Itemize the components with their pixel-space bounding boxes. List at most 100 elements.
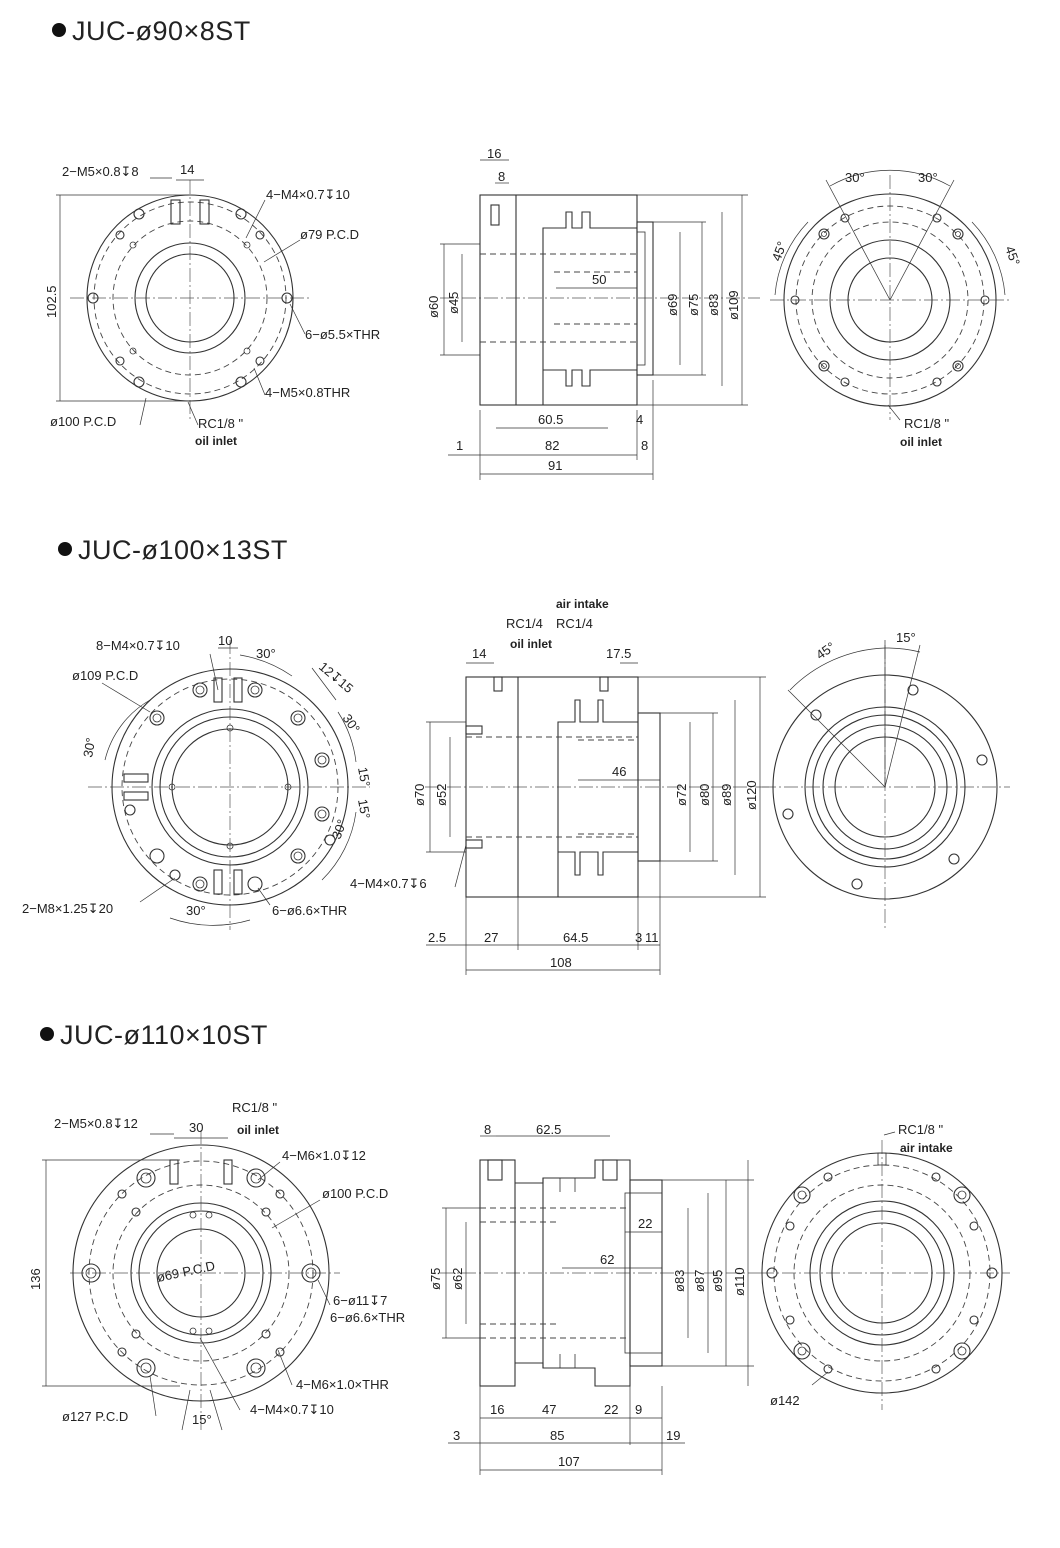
dim-label: 82 xyxy=(545,438,559,453)
callout-label: ø79 P.C.D xyxy=(300,227,359,242)
back-view-1: 30° 30° 45° 45° RC1/8 " oil inlet xyxy=(769,169,1023,449)
dim-label: ø120 xyxy=(744,780,759,810)
callout-label: 8−M4×0.7↧10 xyxy=(96,638,180,653)
port-label: oil inlet xyxy=(237,1123,279,1137)
dim-label: ø110 xyxy=(732,1267,747,1296)
port-label: oil inlet xyxy=(900,435,942,449)
dim-label: 11 xyxy=(645,930,659,945)
angle-label: 45° xyxy=(1002,244,1023,268)
dim-label: ø80 xyxy=(697,784,712,806)
callout-label: ø127 P.C.D xyxy=(62,1409,128,1424)
callout-label: ø109 P.C.D xyxy=(72,668,138,683)
title-text: JUC-ø100×13ST xyxy=(78,535,288,565)
dim-label: ø60 xyxy=(426,296,441,318)
dim-label: 1 xyxy=(456,438,463,453)
callout-label: RC1/8 " xyxy=(198,416,243,431)
dim-label: ø109 xyxy=(726,290,741,320)
callout-label: ø100 P.C.D xyxy=(50,414,116,429)
callout-label: 6−ø6.6×THR xyxy=(330,1310,405,1325)
angle-label: 30° xyxy=(918,170,938,185)
port-label: air intake xyxy=(556,597,609,611)
dim-label: 91 xyxy=(548,458,562,473)
dim-label: 46 xyxy=(612,764,626,779)
dim-label: 60.5 xyxy=(538,412,563,427)
dim-label: ø52 xyxy=(434,784,449,806)
dim-label: ø75 xyxy=(428,1268,443,1290)
dim-label: 8 xyxy=(641,438,648,453)
dim-label: 64.5 xyxy=(563,930,588,945)
back-view-3: RC1/8 " air intake ø142 xyxy=(760,1122,1010,1410)
dim-label: 27 xyxy=(484,930,498,945)
callout-label: 4−M4×0.7↧6 xyxy=(350,876,427,891)
bullet-icon xyxy=(40,1027,54,1041)
callout-label: RC1/4 xyxy=(556,616,593,631)
side-view-3: 8 62.5 22 62 ø75 ø62 ø83 ø87 ø95 ø110 16… xyxy=(428,1122,760,1475)
callout-label: 4−M6×1.0×THR xyxy=(296,1377,389,1392)
dim-label: 14 xyxy=(180,162,194,177)
dim-label: ø87 xyxy=(692,1270,707,1292)
dim-label: 85 xyxy=(550,1428,564,1443)
dim-label: ø72 xyxy=(674,784,689,806)
callout-label: RC1/8 " xyxy=(232,1100,277,1115)
back-view-2: 45° 15° xyxy=(762,630,1010,930)
dim-label: 22 xyxy=(638,1216,652,1231)
section-1-drawings: 14 2−M5×0.8↧8 4−M4×0.7↧10 ø79 P.C.D 102.… xyxy=(44,146,1023,480)
dim-label: 10 xyxy=(218,633,232,648)
section-2-drawings: 8−M4×0.7↧10 10 30° ø109 P.C.D 12↧15 30° … xyxy=(22,597,1010,975)
side-view-2: air intake RC1/4 RC1/4 oil inlet 14 17.5… xyxy=(350,597,770,975)
dim-label: 8 xyxy=(484,1122,491,1137)
callout-label: 4−M4×0.7↧10 xyxy=(250,1402,334,1417)
dim-label: ø62 xyxy=(450,1268,465,1290)
callout-label: ø69 P.C.D xyxy=(156,1258,217,1285)
section-title-1: JUC-ø90×8ST xyxy=(52,16,251,47)
dim-label: ø45 xyxy=(446,292,461,314)
dim-label: 136 xyxy=(28,1268,43,1290)
dim-label: 50 xyxy=(592,272,606,287)
title-text: JUC-ø110×10ST xyxy=(60,1020,268,1050)
title-text: JUC-ø90×8ST xyxy=(72,16,251,46)
dim-label: 107 xyxy=(558,1454,580,1469)
dim-label: 102.5 xyxy=(44,285,59,318)
callout-label: 2−M8×1.25↧20 xyxy=(22,901,113,916)
angle-label: 15° xyxy=(355,766,373,788)
port-label: air intake xyxy=(900,1141,953,1155)
port-label: oil inlet xyxy=(510,637,552,651)
dim-label: 2.5 xyxy=(428,930,446,945)
dim-label: 9 xyxy=(635,1402,642,1417)
dim-label: 3 xyxy=(635,930,642,945)
callout-label: 2−M5×0.8↧12 xyxy=(54,1116,138,1131)
callout-label: 6−ø11↧7 xyxy=(333,1293,387,1308)
callout-label: RC1/8 " xyxy=(904,416,949,431)
angle-label: 45° xyxy=(769,239,790,263)
dim-label: 14 xyxy=(472,646,486,661)
callout-label: RC1/4 xyxy=(506,616,543,631)
dim-label: ø83 xyxy=(706,294,721,316)
callout-label: 4−M5×0.8THR xyxy=(265,385,350,400)
dim-label: 62.5 xyxy=(536,1122,561,1137)
angle-label: 30° xyxy=(329,817,350,841)
front-view-1: 14 2−M5×0.8↧8 4−M4×0.7↧10 ø79 P.C.D 102.… xyxy=(44,162,380,448)
dim-label: 30 xyxy=(189,1120,203,1135)
dim-label: 8 xyxy=(498,169,505,184)
dim-label: 16 xyxy=(487,146,501,161)
callout-label: RC1/8 " xyxy=(898,1122,943,1137)
callout-label: 6−ø6.6×THR xyxy=(272,903,347,918)
bullet-icon xyxy=(58,542,72,556)
angle-label: 30° xyxy=(845,170,865,185)
dim-label: 19 xyxy=(666,1428,680,1443)
dim-label: 16 xyxy=(490,1402,504,1417)
dim-label: 4 xyxy=(636,412,643,427)
dim-label: ø69 xyxy=(665,294,680,316)
port-label: oil inlet xyxy=(195,434,237,448)
callout-label: 2−M5×0.8↧8 xyxy=(62,164,139,179)
angle-label: 15° xyxy=(192,1412,212,1427)
angle-label: 15° xyxy=(896,630,916,645)
dim-label: 22 xyxy=(604,1402,618,1417)
dim-label: 62 xyxy=(600,1252,614,1267)
front-view-3: 2−M5×0.8↧12 30 RC1/8 " oil inlet 4−M6×1.… xyxy=(28,1100,405,1431)
callout-label: 6−ø5.5×THR xyxy=(305,327,380,342)
dim-label: ø95 xyxy=(710,1270,725,1292)
callout-label: ø100 P.C.D xyxy=(322,1186,388,1201)
bullet-icon xyxy=(52,23,66,37)
